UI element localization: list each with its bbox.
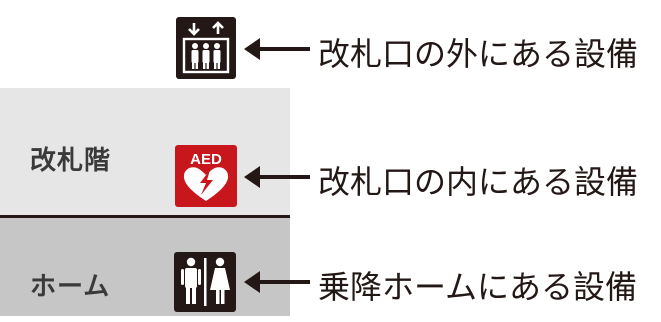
- arrow-head-aed: [244, 166, 260, 188]
- aed-text: AED: [190, 151, 222, 168]
- restroom-icon: [174, 252, 236, 312]
- caption-outside-gate: 改札口の外にある設備: [318, 35, 639, 73]
- arrow-line-elevator: [258, 47, 310, 51]
- aed-icon: AED: [175, 145, 237, 207]
- arrow-line-restroom: [258, 280, 310, 284]
- floor-label-gate: 改札階: [30, 146, 112, 176]
- floor-label-platform: ホーム: [30, 272, 111, 302]
- elevator-icon: [176, 17, 236, 79]
- caption-inside-gate: 改札口の内にある設備: [318, 163, 639, 201]
- arrow-line-aed: [258, 175, 310, 179]
- floor-divider: [0, 215, 290, 218]
- caption-platform: 乗降ホームにある設備: [318, 268, 638, 306]
- gate-floor-band: [0, 88, 290, 215]
- arrow-head-restroom: [244, 271, 260, 293]
- platform-band: [0, 218, 290, 316]
- arrow-head-elevator: [244, 38, 260, 60]
